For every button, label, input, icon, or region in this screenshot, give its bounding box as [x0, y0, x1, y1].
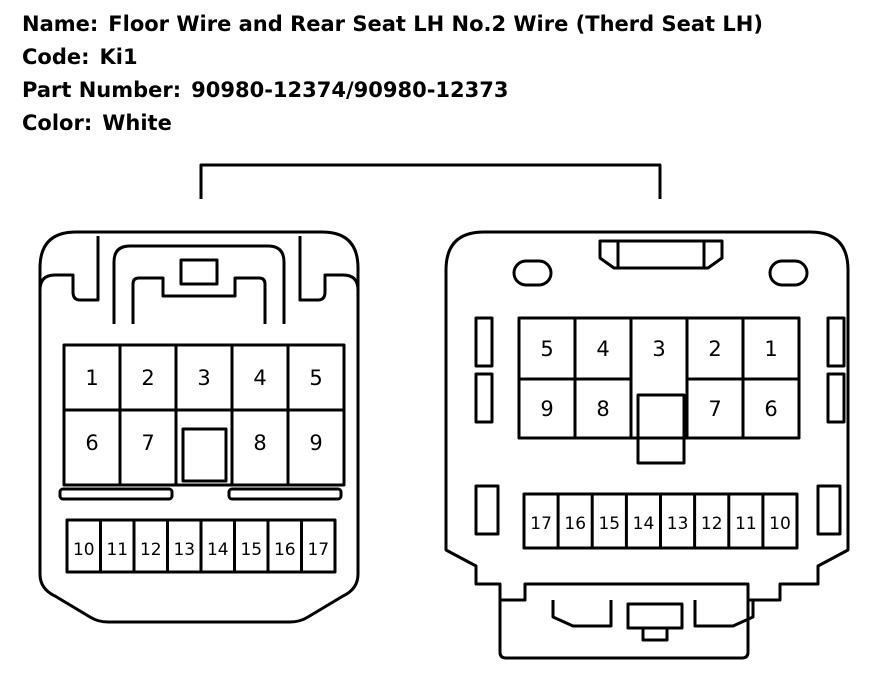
code-line: Code: Ki1 — [22, 41, 763, 74]
right-lower-latch — [626, 602, 684, 630]
right-mount-slot-left — [512, 259, 553, 287]
right-center-key — [636, 393, 686, 465]
right-side-slot-right-upper — [826, 316, 846, 368]
right-pin-label: 12 — [701, 514, 723, 534]
color-label: Color: — [22, 111, 93, 135]
part-number-line: Part Number: 90980-12374/90980-12373 — [22, 74, 763, 107]
right-top-tab — [598, 239, 724, 270]
left-latch-outer-left — [38, 236, 100, 302]
left-pin-label: 4 — [253, 366, 266, 390]
color-line: Color: White — [22, 107, 763, 140]
right-connector-housing — [444, 230, 850, 602]
left-pin-label: 10 — [73, 540, 95, 560]
left-latch-outer-right — [298, 236, 360, 302]
left-pin-label: 1 — [85, 366, 98, 390]
left-pin-label: 5 — [309, 366, 322, 390]
color-value: White — [102, 111, 172, 135]
right-side-slot-right-middle — [826, 372, 846, 424]
left-lock-arm — [112, 244, 286, 324]
left-connector-housing — [38, 230, 360, 624]
right-pin-label: 11 — [735, 514, 757, 534]
part-number-label: Part Number: — [22, 78, 182, 102]
right-side-slot-left-middle — [474, 372, 494, 424]
right-lower-hood — [498, 584, 750, 660]
right-pin-label: 17 — [530, 514, 552, 534]
left-pin-label: 17 — [307, 540, 329, 560]
left-pin-label: 8 — [253, 431, 266, 455]
right-pin-label: 5 — [540, 337, 553, 361]
left-lock-arm-inner — [131, 276, 267, 324]
right-pin-label: 9 — [540, 397, 553, 421]
left-pin-label: 13 — [173, 540, 195, 560]
left-rib-right — [227, 487, 343, 501]
right-side-slot-left-lower — [474, 484, 500, 536]
part-number-value: 90980-12374/90980-12373 — [191, 78, 509, 102]
code-label: Code: — [22, 45, 90, 69]
right-pin-label: 7 — [708, 397, 721, 421]
name-value: Floor Wire and Rear Seat LH No.2 Wire (T… — [108, 12, 763, 36]
right-pin-label: 8 — [596, 397, 609, 421]
left-lock-tab — [179, 258, 219, 286]
right-side-slot-left-upper — [474, 316, 494, 368]
name-label: Name: — [22, 12, 99, 36]
right-pin-label: 2 — [708, 337, 721, 361]
right-pin-label: 16 — [564, 514, 586, 534]
left-pin-label: 9 — [309, 431, 322, 455]
left-pin-label: 15 — [240, 540, 262, 560]
left-pin-label: 2 — [141, 366, 154, 390]
right-mount-slot-right — [768, 259, 809, 287]
name-line: Name: Floor Wire and Rear Seat LH No.2 Wi… — [22, 8, 763, 41]
right-pin-label: 6 — [764, 397, 777, 421]
right-pin-label: 1 — [764, 337, 777, 361]
right-pin-label: 10 — [769, 514, 791, 534]
connector-info-header: Name: Floor Wire and Rear Seat LH No.2 Wi… — [22, 8, 763, 140]
pin-labels: 1 2 3 4 5 6 7 8 9 10 11 12 13 14 15 16 1… — [73, 337, 791, 560]
right-connector — [444, 230, 850, 660]
left-pin-label: 7 — [141, 431, 154, 455]
right-pin-label: 4 — [596, 337, 609, 361]
code-value: Ki1 — [99, 45, 138, 69]
left-pin-label: 6 — [85, 431, 98, 455]
left-pin-label: 3 — [197, 366, 210, 390]
right-pin-label: 13 — [667, 514, 689, 534]
left-pin-label: 14 — [207, 540, 229, 560]
right-side-slot-right-lower — [816, 484, 842, 536]
left-center-key — [181, 427, 228, 483]
left-connector — [38, 230, 360, 624]
left-pin-label: 11 — [106, 540, 128, 560]
right-pin-label: 15 — [598, 514, 620, 534]
left-rib-left — [58, 487, 174, 501]
right-pin-label: 14 — [633, 514, 655, 534]
mating-bracket — [199, 163, 662, 199]
left-pin-label: 16 — [274, 540, 296, 560]
right-pin-label: 3 — [652, 337, 665, 361]
left-pin-label: 12 — [140, 540, 162, 560]
